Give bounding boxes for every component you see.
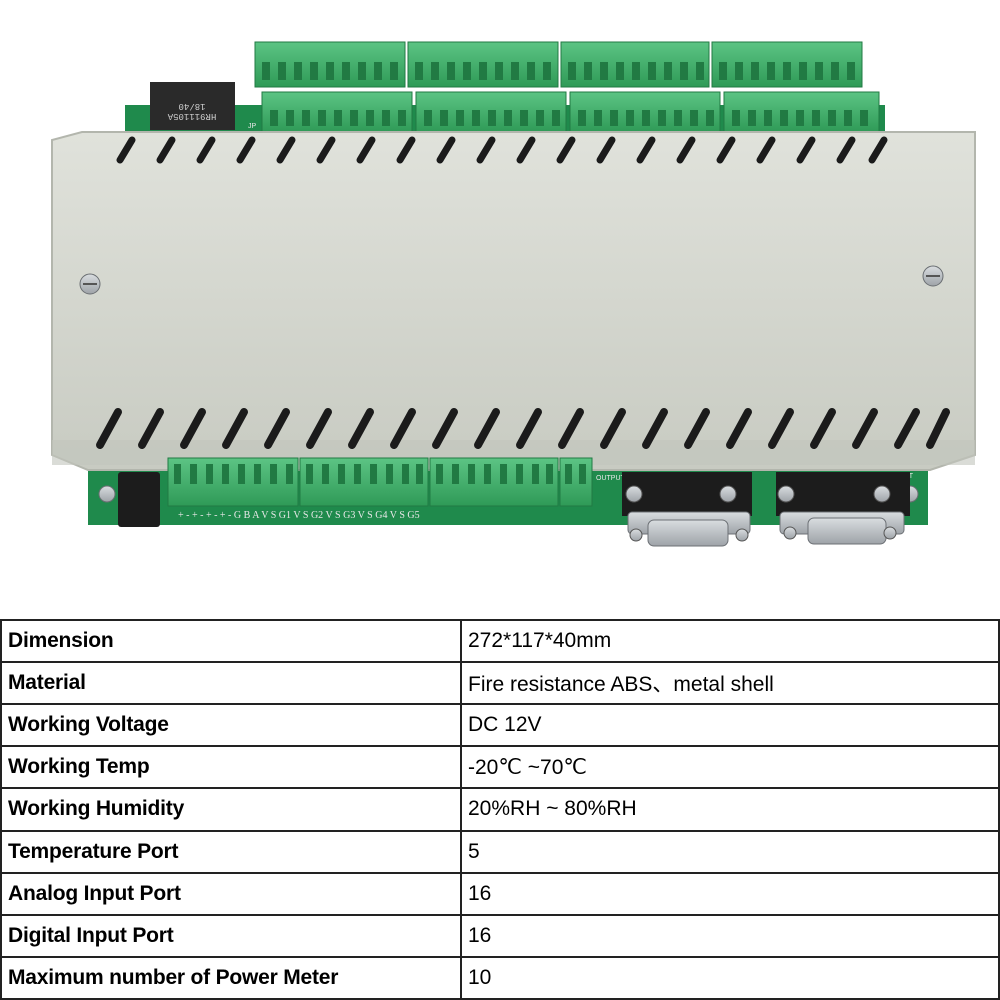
spec-label: Working Humidity	[0, 787, 462, 832]
ethernet-jack: 18/40 HR911105A	[150, 82, 235, 130]
spec-value: Fire resistance ABS、metal shell	[460, 661, 1000, 706]
spec-label: Analog Input Port	[0, 871, 462, 916]
spec-value: -20℃ ~70℃	[460, 745, 1000, 790]
table-row: Working Voltage DC 12V	[0, 703, 1000, 748]
enclosure-shell	[51, 131, 976, 471]
spec-value: 272*117*40mm	[460, 618, 1000, 664]
top-terminal-row-front	[261, 91, 880, 133]
power-jack	[118, 472, 160, 527]
table-row: Analog Input Port 16	[0, 871, 1000, 916]
spec-value: 16	[460, 871, 1000, 916]
table-row: Material Fire resistance ABS、metal shell	[0, 661, 1000, 706]
table-row: Dimension 272*117*40mm	[0, 618, 1000, 664]
table-row: Temperature Port 5	[0, 829, 1000, 874]
spec-value: 5	[460, 829, 1000, 874]
controller-illustration: 18/40 HR911105A	[51, 41, 976, 547]
table-row: Working Temp -20℃ ~70℃	[0, 745, 1000, 790]
spec-label: Working Voltage	[0, 703, 462, 748]
spec-table: Dimension 272*117*40mm Material Fire res…	[0, 618, 1000, 1000]
product-photo: 18/40 HR911105A	[51, 41, 976, 547]
spec-label: Temperature Port	[0, 829, 462, 874]
spec-label: Dimension	[0, 618, 462, 664]
db9-connector-output	[622, 472, 752, 547]
chip-text-1: HR911105A	[167, 111, 216, 121]
spec-value: 10	[460, 955, 1000, 1000]
output-label: OUTPUT	[596, 475, 626, 482]
spec-label: Maximum number of Power Meter	[0, 955, 462, 1000]
bottom-terminal-row: + - + - + - + - G B A V S G1 V S G2 V S …	[167, 457, 593, 521]
spec-label: Material	[0, 661, 462, 706]
table-row: Working Humidity 20%RH ~ 80%RH	[0, 787, 1000, 832]
chip-text-2: 18/40	[178, 101, 205, 111]
top-terminal-row-back	[254, 41, 863, 88]
spec-label: Digital Input Port	[0, 913, 462, 958]
vent-slots-top	[116, 136, 888, 164]
jp-label: JP	[248, 123, 257, 130]
spec-value: DC 12V	[460, 703, 1000, 748]
spec-label: Working Temp	[0, 745, 462, 790]
vent-slots-bottom	[96, 408, 950, 449]
terminal-labels: + - + - + - + - G B A V S G1 V S G2 V S …	[178, 510, 420, 521]
db9-connector-input	[776, 472, 910, 545]
table-row: Digital Input Port 16	[0, 913, 1000, 958]
spec-value: 20%RH ~ 80%RH	[460, 787, 1000, 832]
spec-value: 16	[460, 913, 1000, 958]
table-row: Maximum number of Power Meter 10	[0, 955, 1000, 1000]
